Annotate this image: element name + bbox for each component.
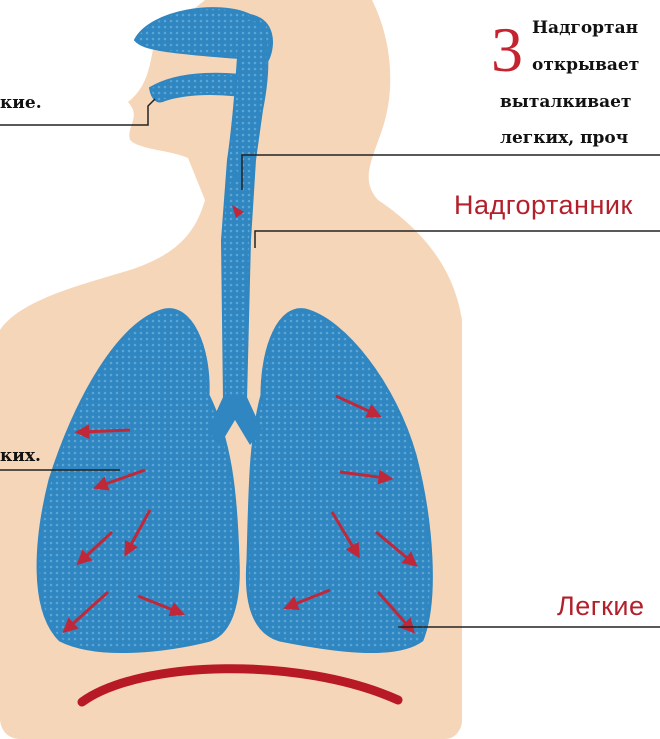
step-text-line-3: выталкивает	[500, 92, 631, 112]
step-number: 3	[491, 18, 523, 82]
label-lungs: Легкие	[557, 591, 645, 622]
label-left-mid: ких.	[0, 446, 41, 466]
label-left-top: кие.	[0, 93, 42, 113]
step-text-line-1: Надгортан	[532, 18, 638, 38]
label-epiglottis: Надгортанник	[454, 190, 633, 221]
step-text-line-4: легких, проч	[500, 128, 628, 148]
step-text-line-2: открывает	[532, 55, 639, 75]
